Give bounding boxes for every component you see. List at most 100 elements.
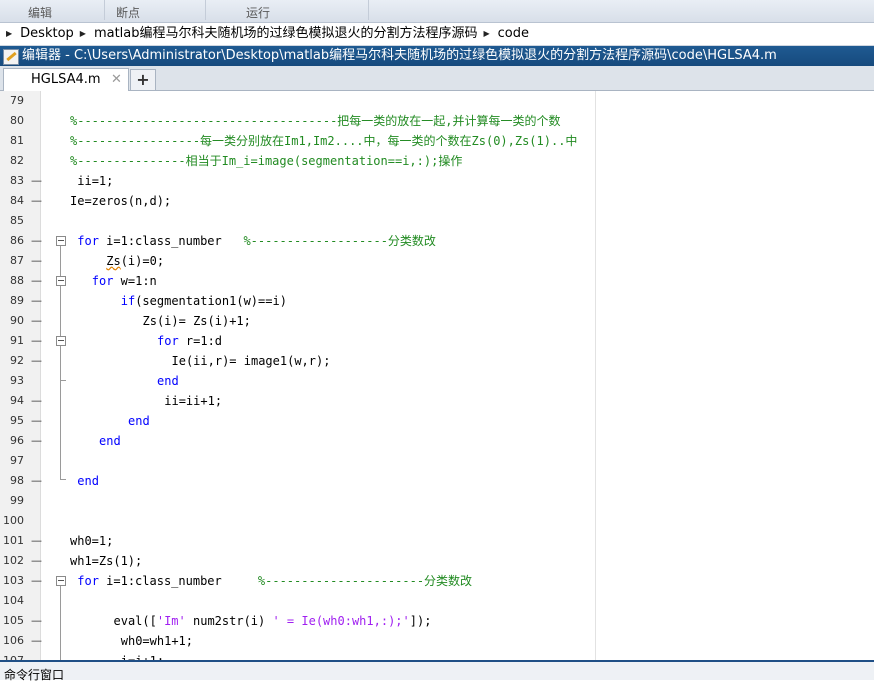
line-number[interactable]: 105 bbox=[3, 614, 24, 627]
line-number[interactable]: 89 bbox=[10, 294, 24, 307]
code-line[interactable]: 87—Zs(i)=0; bbox=[0, 251, 874, 271]
code-line[interactable]: 102—wh1=Zs(1); bbox=[0, 551, 874, 571]
toolstrip-section-breakpoints[interactable]: 断点 bbox=[105, 0, 206, 20]
code-line[interactable]: 88 — for w=1:n bbox=[0, 271, 874, 291]
line-number[interactable]: 106 bbox=[3, 634, 24, 647]
fold-collapse-icon[interactable] bbox=[56, 236, 66, 246]
breakpoint-marker[interactable]: — bbox=[31, 294, 42, 307]
code-line[interactable]: 92 — Ie(ii,r)= image1(w,r); bbox=[0, 351, 874, 371]
breakpoint-marker[interactable]: — bbox=[31, 434, 42, 447]
line-number[interactable]: 94 bbox=[10, 394, 24, 407]
code-line[interactable]: 104 bbox=[0, 591, 874, 611]
breakpoint-marker[interactable]: — bbox=[31, 274, 42, 287]
code-line[interactable]: 80%------------------------------------把… bbox=[0, 111, 874, 131]
line-number[interactable]: 97 bbox=[10, 454, 24, 467]
code-line[interactable]: 98—end bbox=[0, 471, 874, 491]
breakpoint-marker[interactable]: — bbox=[31, 174, 42, 187]
line-number[interactable]: 79 bbox=[10, 94, 24, 107]
toolstrip-section-run[interactable]: 运行 bbox=[206, 0, 369, 20]
code-token: end bbox=[128, 414, 150, 428]
code-line[interactable]: 97 bbox=[0, 451, 874, 471]
line-number[interactable]: 102 bbox=[3, 554, 24, 567]
code-line[interactable]: 94—ii=ii+1; bbox=[0, 391, 874, 411]
line-number[interactable]: 90 bbox=[10, 314, 24, 327]
breakpoint-marker[interactable]: — bbox=[31, 534, 42, 547]
code-line[interactable]: 85 bbox=[0, 211, 874, 231]
breakpoint-marker[interactable]: — bbox=[31, 651, 42, 660]
line-number[interactable]: 95 bbox=[10, 414, 24, 427]
line-number[interactable]: 101 bbox=[3, 534, 24, 547]
code-token: %----------------------分类数改 bbox=[257, 574, 473, 588]
breakpoint-marker[interactable]: — bbox=[31, 574, 42, 587]
address-bar[interactable]: ▶Desktop▶matlab编程马尔科夫随机场的过绿色模拟退火的分割方法程序源… bbox=[0, 23, 874, 46]
line-number[interactable]: 99 bbox=[10, 494, 24, 507]
breadcrumb-desktop[interactable]: Desktop bbox=[20, 26, 74, 41]
code-line[interactable]: 90—Zs(i)= Zs(i)+1; bbox=[0, 311, 874, 331]
code-line[interactable]: 91—for r=1:d bbox=[0, 331, 874, 351]
breakpoint-marker[interactable]: — bbox=[31, 394, 42, 407]
line-number[interactable]: 91 bbox=[10, 334, 24, 347]
close-icon[interactable]: ✕ bbox=[111, 72, 122, 87]
code-token: ]); bbox=[409, 614, 432, 628]
code-line[interactable]: 95 — end bbox=[0, 411, 874, 431]
line-number[interactable]: 85 bbox=[10, 214, 24, 227]
line-number[interactable]: 103 bbox=[3, 574, 24, 587]
line-number[interactable]: 81 bbox=[10, 134, 24, 147]
code-line[interactable]: 86—for i=1:class_number %---------------… bbox=[0, 231, 874, 251]
code-line[interactable]: 81%-----------------每一类分别放在Im1,Im2....中，… bbox=[0, 131, 874, 151]
fold-collapse-icon[interactable] bbox=[56, 276, 66, 286]
line-number[interactable]: 98 bbox=[10, 474, 24, 487]
code-line[interactable]: 83—ii=1; bbox=[0, 171, 874, 191]
breadcrumb-code[interactable]: code bbox=[497, 26, 530, 41]
code-line[interactable]: 100 bbox=[0, 511, 874, 531]
line-number[interactable]: 83 bbox=[10, 174, 24, 187]
line-number[interactable]: 100 bbox=[3, 514, 24, 527]
breakpoint-marker[interactable]: — bbox=[31, 254, 42, 267]
breakpoint-marker[interactable]: — bbox=[31, 474, 42, 487]
code-line[interactable]: 99 bbox=[0, 491, 874, 511]
breakpoint-marker[interactable]: — bbox=[31, 414, 42, 427]
code-line[interactable]: 79 bbox=[0, 91, 874, 111]
code-line[interactable]: 103—for i=1:class_number %--------------… bbox=[0, 571, 874, 591]
line-number[interactable]: 104 bbox=[3, 594, 24, 607]
code-line[interactable]: 96—end bbox=[0, 431, 874, 451]
code-text: for w=1:n bbox=[92, 271, 157, 291]
code-line[interactable]: 105—eval(['Im' num2str(i) ' = Ie(wh0:wh1… bbox=[0, 611, 874, 631]
toolstrip-section-edit[interactable]: 编辑 bbox=[0, 0, 105, 20]
code-line[interactable]: 89—if(segmentation1(w)==i) bbox=[0, 291, 874, 311]
code-token: Ie(ii,r)= image1(w,r); bbox=[171, 354, 331, 368]
breakpoint-marker[interactable]: — bbox=[31, 234, 42, 247]
code-line[interactable]: 106—wh0=wh1+1; bbox=[0, 631, 874, 651]
breakpoint-marker[interactable]: — bbox=[31, 614, 42, 627]
line-number[interactable]: 92 bbox=[10, 354, 24, 367]
add-tab-button[interactable]: + bbox=[130, 69, 156, 91]
fold-collapse-icon[interactable] bbox=[56, 336, 66, 346]
toolstrip-label-breakpoints: 断点 bbox=[116, 6, 141, 20]
line-number[interactable]: 84 bbox=[10, 194, 24, 207]
line-number[interactable]: 96 bbox=[10, 434, 24, 447]
line-number[interactable]: 82 bbox=[10, 154, 24, 167]
breakpoint-marker[interactable]: — bbox=[31, 314, 42, 327]
code-line[interactable]: 82%---------------相当于Im_i=image(segmenta… bbox=[0, 151, 874, 171]
breakpoint-marker[interactable]: — bbox=[31, 194, 42, 207]
command-window-header[interactable]: 命令行窗口 bbox=[0, 660, 874, 682]
breakpoint-marker[interactable]: — bbox=[31, 554, 42, 567]
line-number[interactable]: 86 bbox=[10, 234, 24, 247]
code-line[interactable]: 101—wh0=1; bbox=[0, 531, 874, 551]
code-editor[interactable]: 79 80%-----------------------------------… bbox=[0, 91, 874, 660]
code-line[interactable]: 84—Ie=zeros(n,d); bbox=[0, 191, 874, 211]
tab-hglsa4[interactable]: HGLSA4.m ✕ bbox=[3, 68, 129, 91]
line-number[interactable]: 107 bbox=[0, 651, 24, 660]
breadcrumb-folder[interactable]: matlab编程马尔科夫随机场的过绿色模拟退火的分割方法程序源码 bbox=[93, 26, 478, 41]
breakpoint-marker[interactable]: — bbox=[31, 634, 42, 647]
fold-collapse-icon[interactable] bbox=[56, 576, 66, 586]
breakpoint-marker[interactable]: — bbox=[31, 334, 42, 347]
fold-tree-line bbox=[60, 585, 61, 660]
line-number[interactable]: 93 bbox=[10, 374, 24, 387]
line-number[interactable]: 87 bbox=[10, 254, 24, 267]
line-number[interactable]: 80 bbox=[10, 114, 24, 127]
line-number[interactable]: 88 bbox=[10, 274, 24, 287]
code-line[interactable]: 107—i=i+1; bbox=[0, 651, 874, 660]
breakpoint-marker[interactable]: — bbox=[31, 354, 42, 367]
